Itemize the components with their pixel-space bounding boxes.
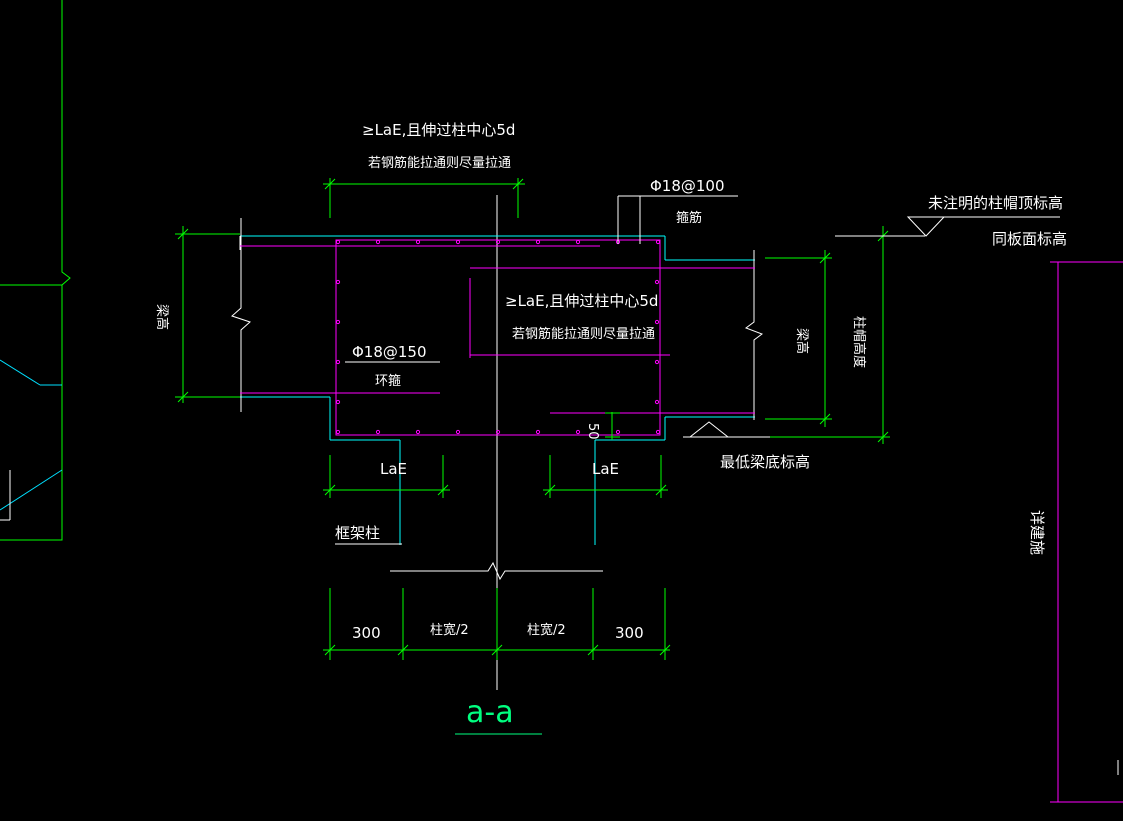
inner-note-line1: ≥LaE,且伸过柱中心5d [505, 292, 658, 310]
rebar-dot [375, 239, 381, 245]
tie-spec: Φ18@150 [352, 343, 427, 361]
dim-300-right: 300 [615, 624, 644, 642]
rebar-dot [335, 399, 341, 405]
top-note-line2: 若钢筋能拉通则尽量拉通 [368, 155, 511, 171]
dimension-lines [175, 178, 890, 660]
rebar-dot [615, 429, 621, 435]
rebar-dot [335, 429, 341, 435]
rebar-dot [654, 279, 660, 285]
dim-300-left: 300 [352, 624, 381, 642]
beam-height-left-label: 梁高 [154, 304, 170, 330]
right-partial-structure [1050, 261, 1123, 803]
break-lines [231, 218, 764, 581]
rebar-dot [335, 279, 341, 285]
rebar-dots [335, 239, 661, 435]
rebar-dot [335, 239, 341, 245]
left-partial-structure [0, 0, 71, 541]
rebar-dot [375, 429, 381, 435]
stirrup-spec-top: Φ18@100 [650, 177, 725, 195]
dim-50-label: 50 [585, 423, 600, 440]
cap-top-elevation-line1: 未注明的柱帽顶标高 [928, 194, 1063, 212]
rebar-dot [535, 239, 541, 245]
rebar-dot [654, 319, 660, 325]
rebar-dot [455, 429, 461, 435]
rebar-dot [455, 239, 461, 245]
annotation-texts: ≥LaE,且伸过柱中心5d 若钢筋能拉通则尽量拉通 Φ18@100 箍筋 ≥La… [154, 121, 1067, 730]
rebar-dot [655, 429, 661, 435]
lowest-beam-bottom-label: 最低梁底标高 [720, 453, 810, 471]
rebar-dot [654, 399, 660, 405]
top-note-line1: ≥LaE,且伸过柱中心5d [362, 121, 515, 139]
tie-label: 环箍 [375, 373, 401, 389]
column-cap-concrete-outline [240, 235, 755, 545]
inner-note-line2: 若钢筋能拉通则尽量拉通 [512, 326, 655, 342]
rebar-dot [415, 239, 421, 245]
frame-column-label: 框架柱 [335, 524, 380, 542]
rebar-dot [415, 429, 421, 435]
rebar-dot [335, 359, 341, 365]
rebar-dot [575, 429, 581, 435]
beam-height-right-label: 梁高 [794, 328, 810, 354]
rebar-dot [535, 429, 541, 435]
right-vertical-label: 详建施 [1028, 510, 1046, 555]
rebar-dot [495, 429, 501, 435]
anchor-left-label: LaE [380, 460, 407, 478]
cap-height-label: 柱帽高度 [851, 316, 867, 368]
cap-top-elevation-line2: 同板面标高 [992, 230, 1067, 248]
dim-half-col-right: 柱宽/2 [527, 622, 566, 638]
rebar-dot [495, 239, 501, 245]
leader-lines [335, 195, 1060, 735]
stirrup-label-top: 箍筋 [676, 210, 702, 226]
rebar-dot [335, 319, 341, 325]
rebar-dot [655, 239, 661, 245]
dim-half-col-left: 柱宽/2 [430, 622, 469, 638]
anchor-right-label: LaE [592, 460, 619, 478]
rebar-dot [654, 359, 660, 365]
rebar-dot [575, 239, 581, 245]
section-title: a-a [466, 695, 514, 730]
